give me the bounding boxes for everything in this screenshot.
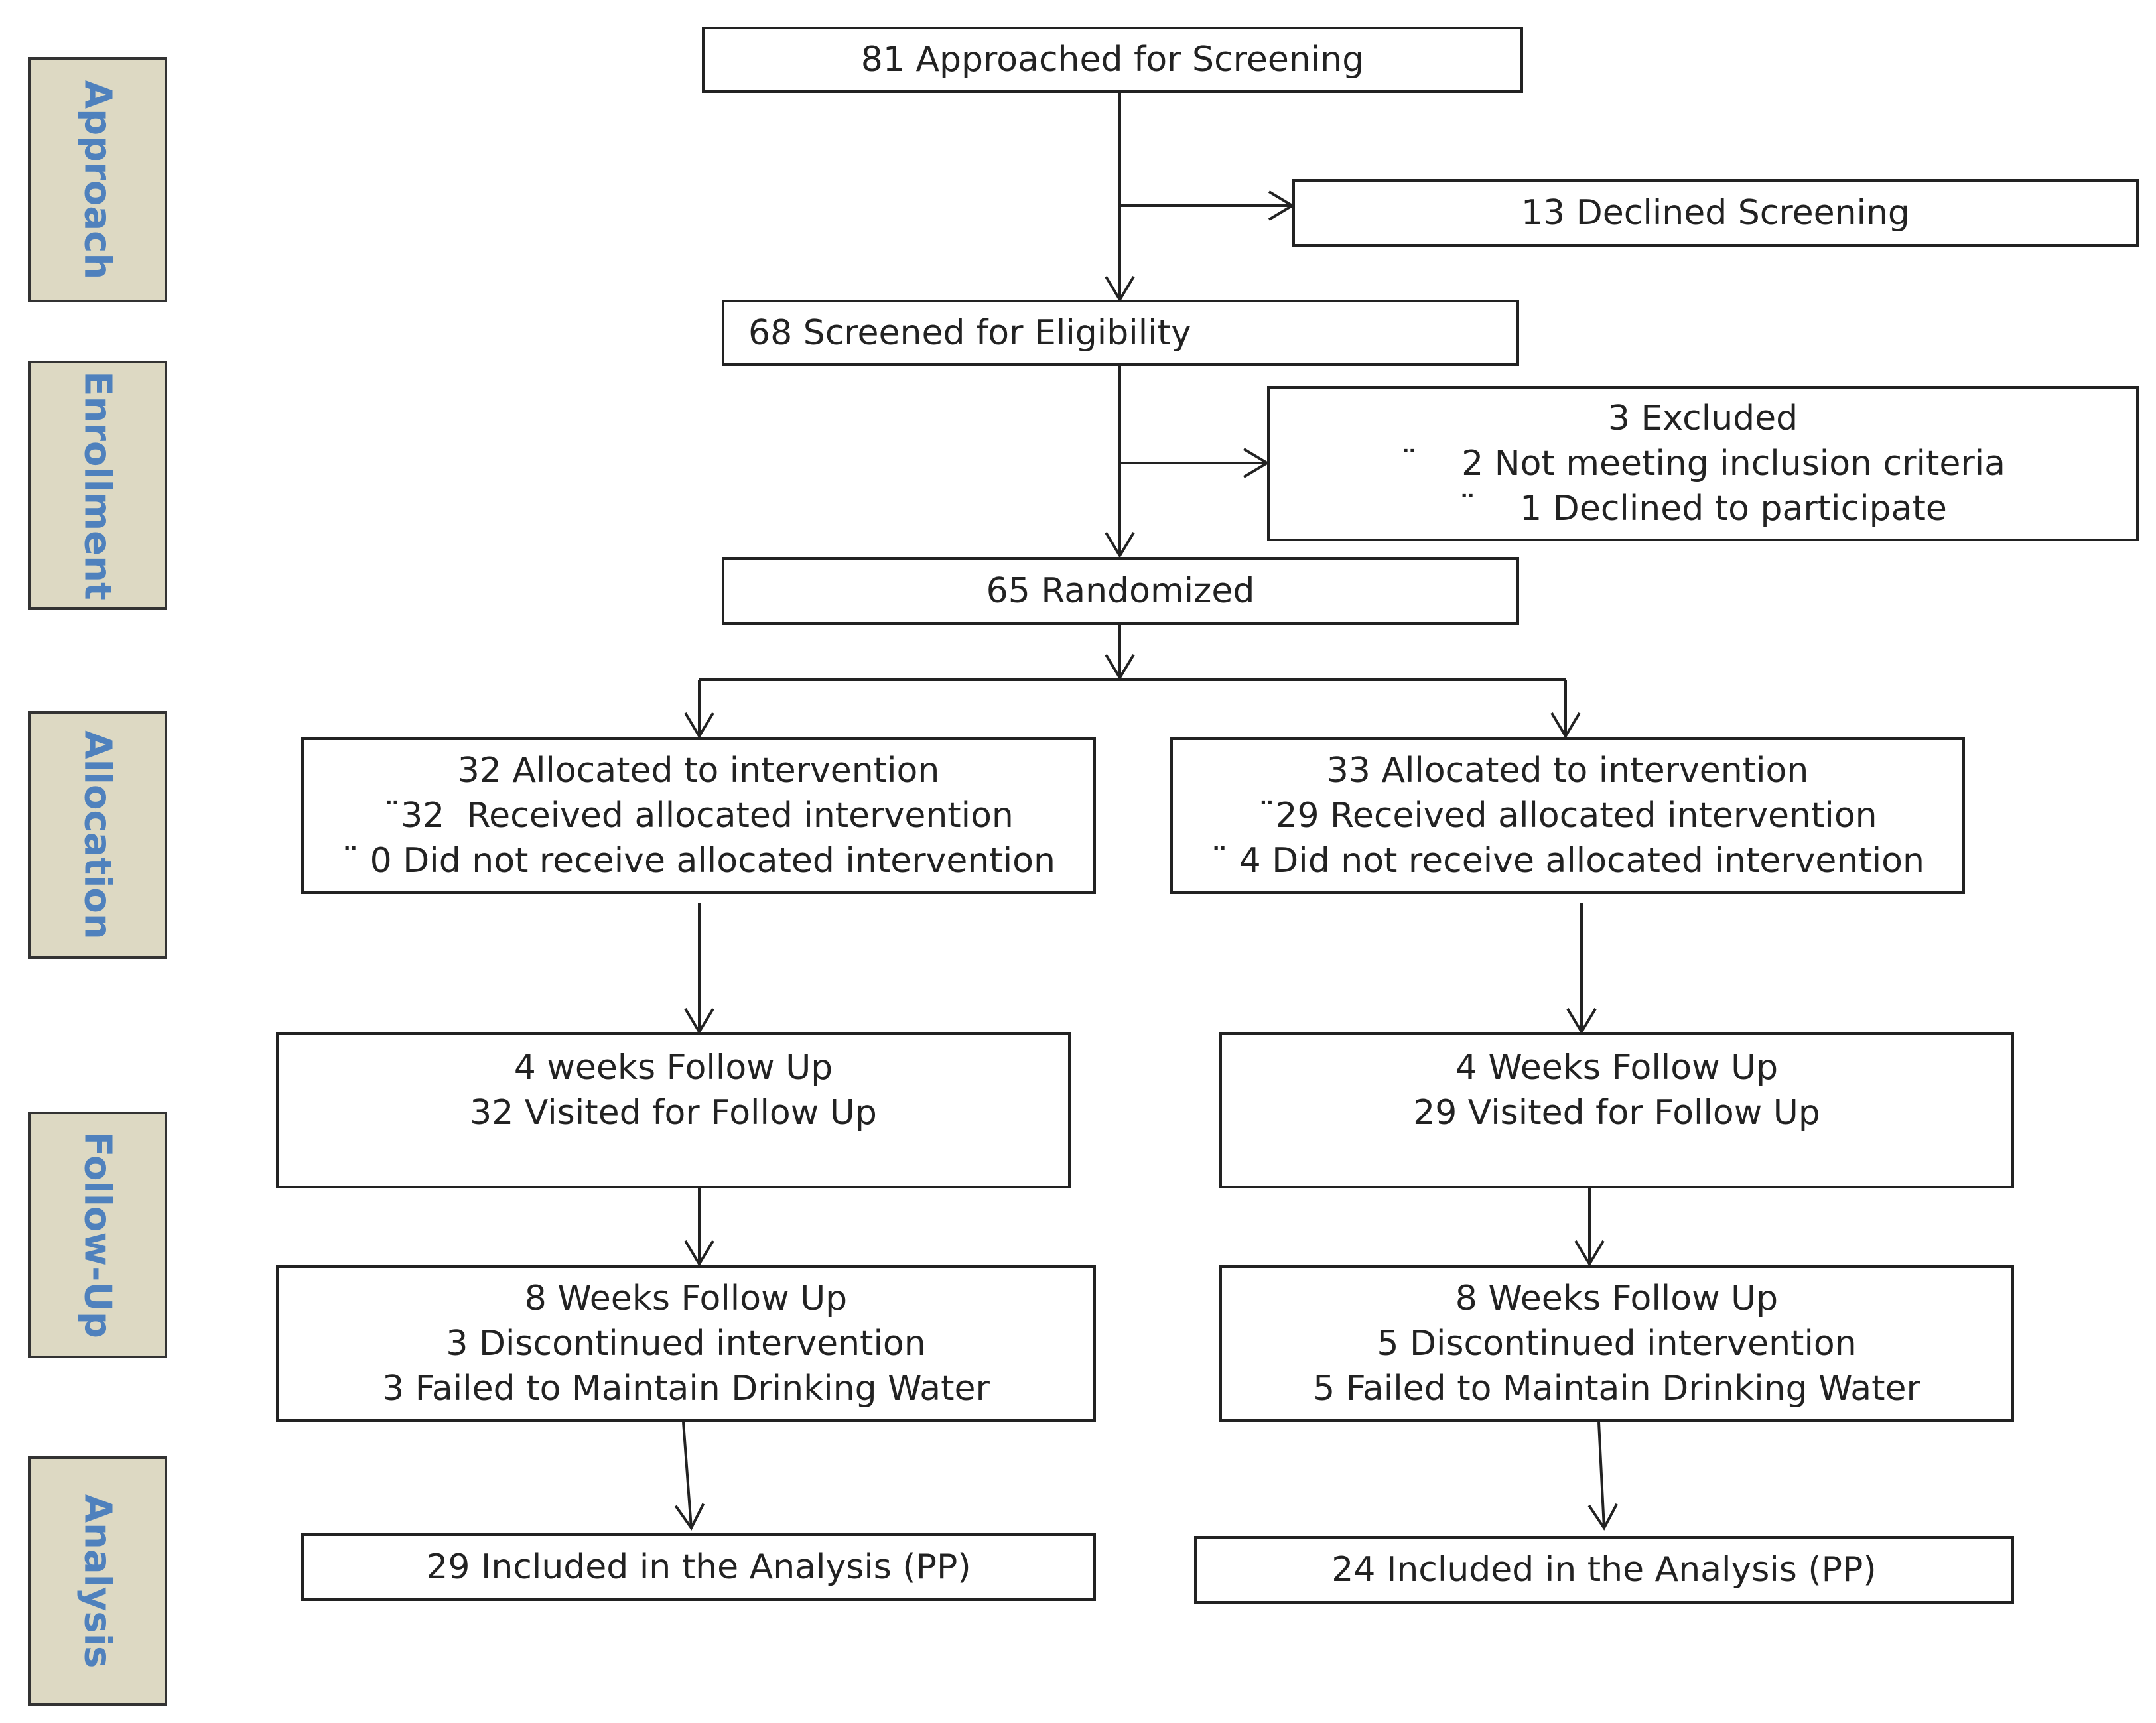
box-text: 29 Visited for Follow Up [1413, 1093, 1820, 1133]
box-text: 5 Discontinued intervention [1377, 1324, 1857, 1364]
box-text: 81 Approached for Screening [860, 40, 1365, 80]
box-text: 32 Visited for Follow Up [470, 1093, 877, 1133]
stage-label: Follow-Up [76, 1131, 119, 1338]
box-text: 32 Allocated to intervention [457, 751, 940, 791]
box-text: 4 weeks Follow Up [513, 1048, 833, 1088]
box-text: 68 Screened for Eligibility [748, 313, 1191, 353]
box-text: 33 Allocated to intervention [1326, 751, 1809, 791]
box-analysis-right: 24 Included in the Analysis (PP) [1194, 1536, 2014, 1604]
stage-analysis: Analysis [28, 1456, 167, 1706]
box-screened-for-eligibility: 68 Screened for Eligibility [722, 300, 1519, 366]
box-text: 3 Discontinued intervention [446, 1324, 926, 1364]
box-8-weeks-follow-up-right: 8 Weeks Follow Up 5 Discontinued interve… [1219, 1265, 2014, 1422]
box-declined-screening: 13 Declined Screening [1292, 179, 2139, 247]
box-8-weeks-follow-up-left: 8 Weeks Follow Up 3 Discontinued interve… [276, 1265, 1096, 1422]
box-text: 5 Failed to Maintain Drinking Water [1313, 1369, 1920, 1409]
box-text: ¨ 4 Did not receive allocated interventi… [1211, 841, 1924, 881]
box-randomized: 65 Randomized [722, 557, 1519, 625]
stage-enrollment: Enrollment [28, 361, 167, 610]
box-text: 65 Randomized [986, 571, 1255, 611]
box-allocation-right: 33 Allocated to intervention ¨29 Receive… [1170, 737, 1965, 894]
stage-label: Enrollment [76, 371, 119, 600]
box-analysis-left: 29 Included in the Analysis (PP) [301, 1533, 1096, 1601]
arrow-fu8-left-to-analysis [674, 1421, 705, 1531]
box-text: 4 Weeks Follow Up [1455, 1048, 1779, 1088]
box-text: 3 Failed to Maintain Drinking Water [382, 1369, 990, 1409]
box-text: 8 Weeks Follow Up [1455, 1279, 1779, 1318]
box-4-weeks-follow-up-left: 4 weeks Follow Up 32 Visited for Follow … [276, 1032, 1071, 1188]
stage-approach: Approach [28, 57, 167, 302]
stage-label: Approach [76, 80, 119, 280]
box-4-weeks-follow-up-right: 4 Weeks Follow Up 29 Visited for Follow … [1219, 1032, 2014, 1188]
stage-label: Allocation [76, 730, 119, 940]
box-text: 13 Declined Screening [1521, 193, 1910, 233]
box-text: 8 Weeks Follow Up [524, 1279, 848, 1318]
box-approached-for-screening: 81 Approached for Screening [702, 27, 1523, 93]
stage-follow-up: Follow-Up [28, 1112, 167, 1358]
box-text: ¨ 0 Did not receive allocated interventi… [342, 841, 1055, 881]
box-excluded: 3 Excluded ¨ 2 Not meeting inclusion cri… [1267, 386, 2139, 541]
arrow-fu8-right-to-analysis [1587, 1421, 1618, 1531]
box-text: 24 Included in the Analysis (PP) [1331, 1550, 1877, 1590]
box-text: ¨ 1 Declined to participate [1459, 489, 1947, 529]
box-text: 29 Included in the Analysis (PP) [426, 1547, 971, 1587]
stage-label: Analysis [76, 1494, 119, 1669]
box-text: ¨29 Received allocated intervention [1258, 796, 1877, 836]
box-text: ¨ 2 Not meeting inclusion criteria [1400, 444, 2006, 483]
stage-allocation: Allocation [28, 711, 167, 959]
box-allocation-left: 32 Allocated to intervention ¨32 Receive… [301, 737, 1096, 894]
box-text: ¨32 Received allocated intervention [383, 796, 1014, 836]
box-text: 3 Excluded [1607, 399, 1798, 438]
